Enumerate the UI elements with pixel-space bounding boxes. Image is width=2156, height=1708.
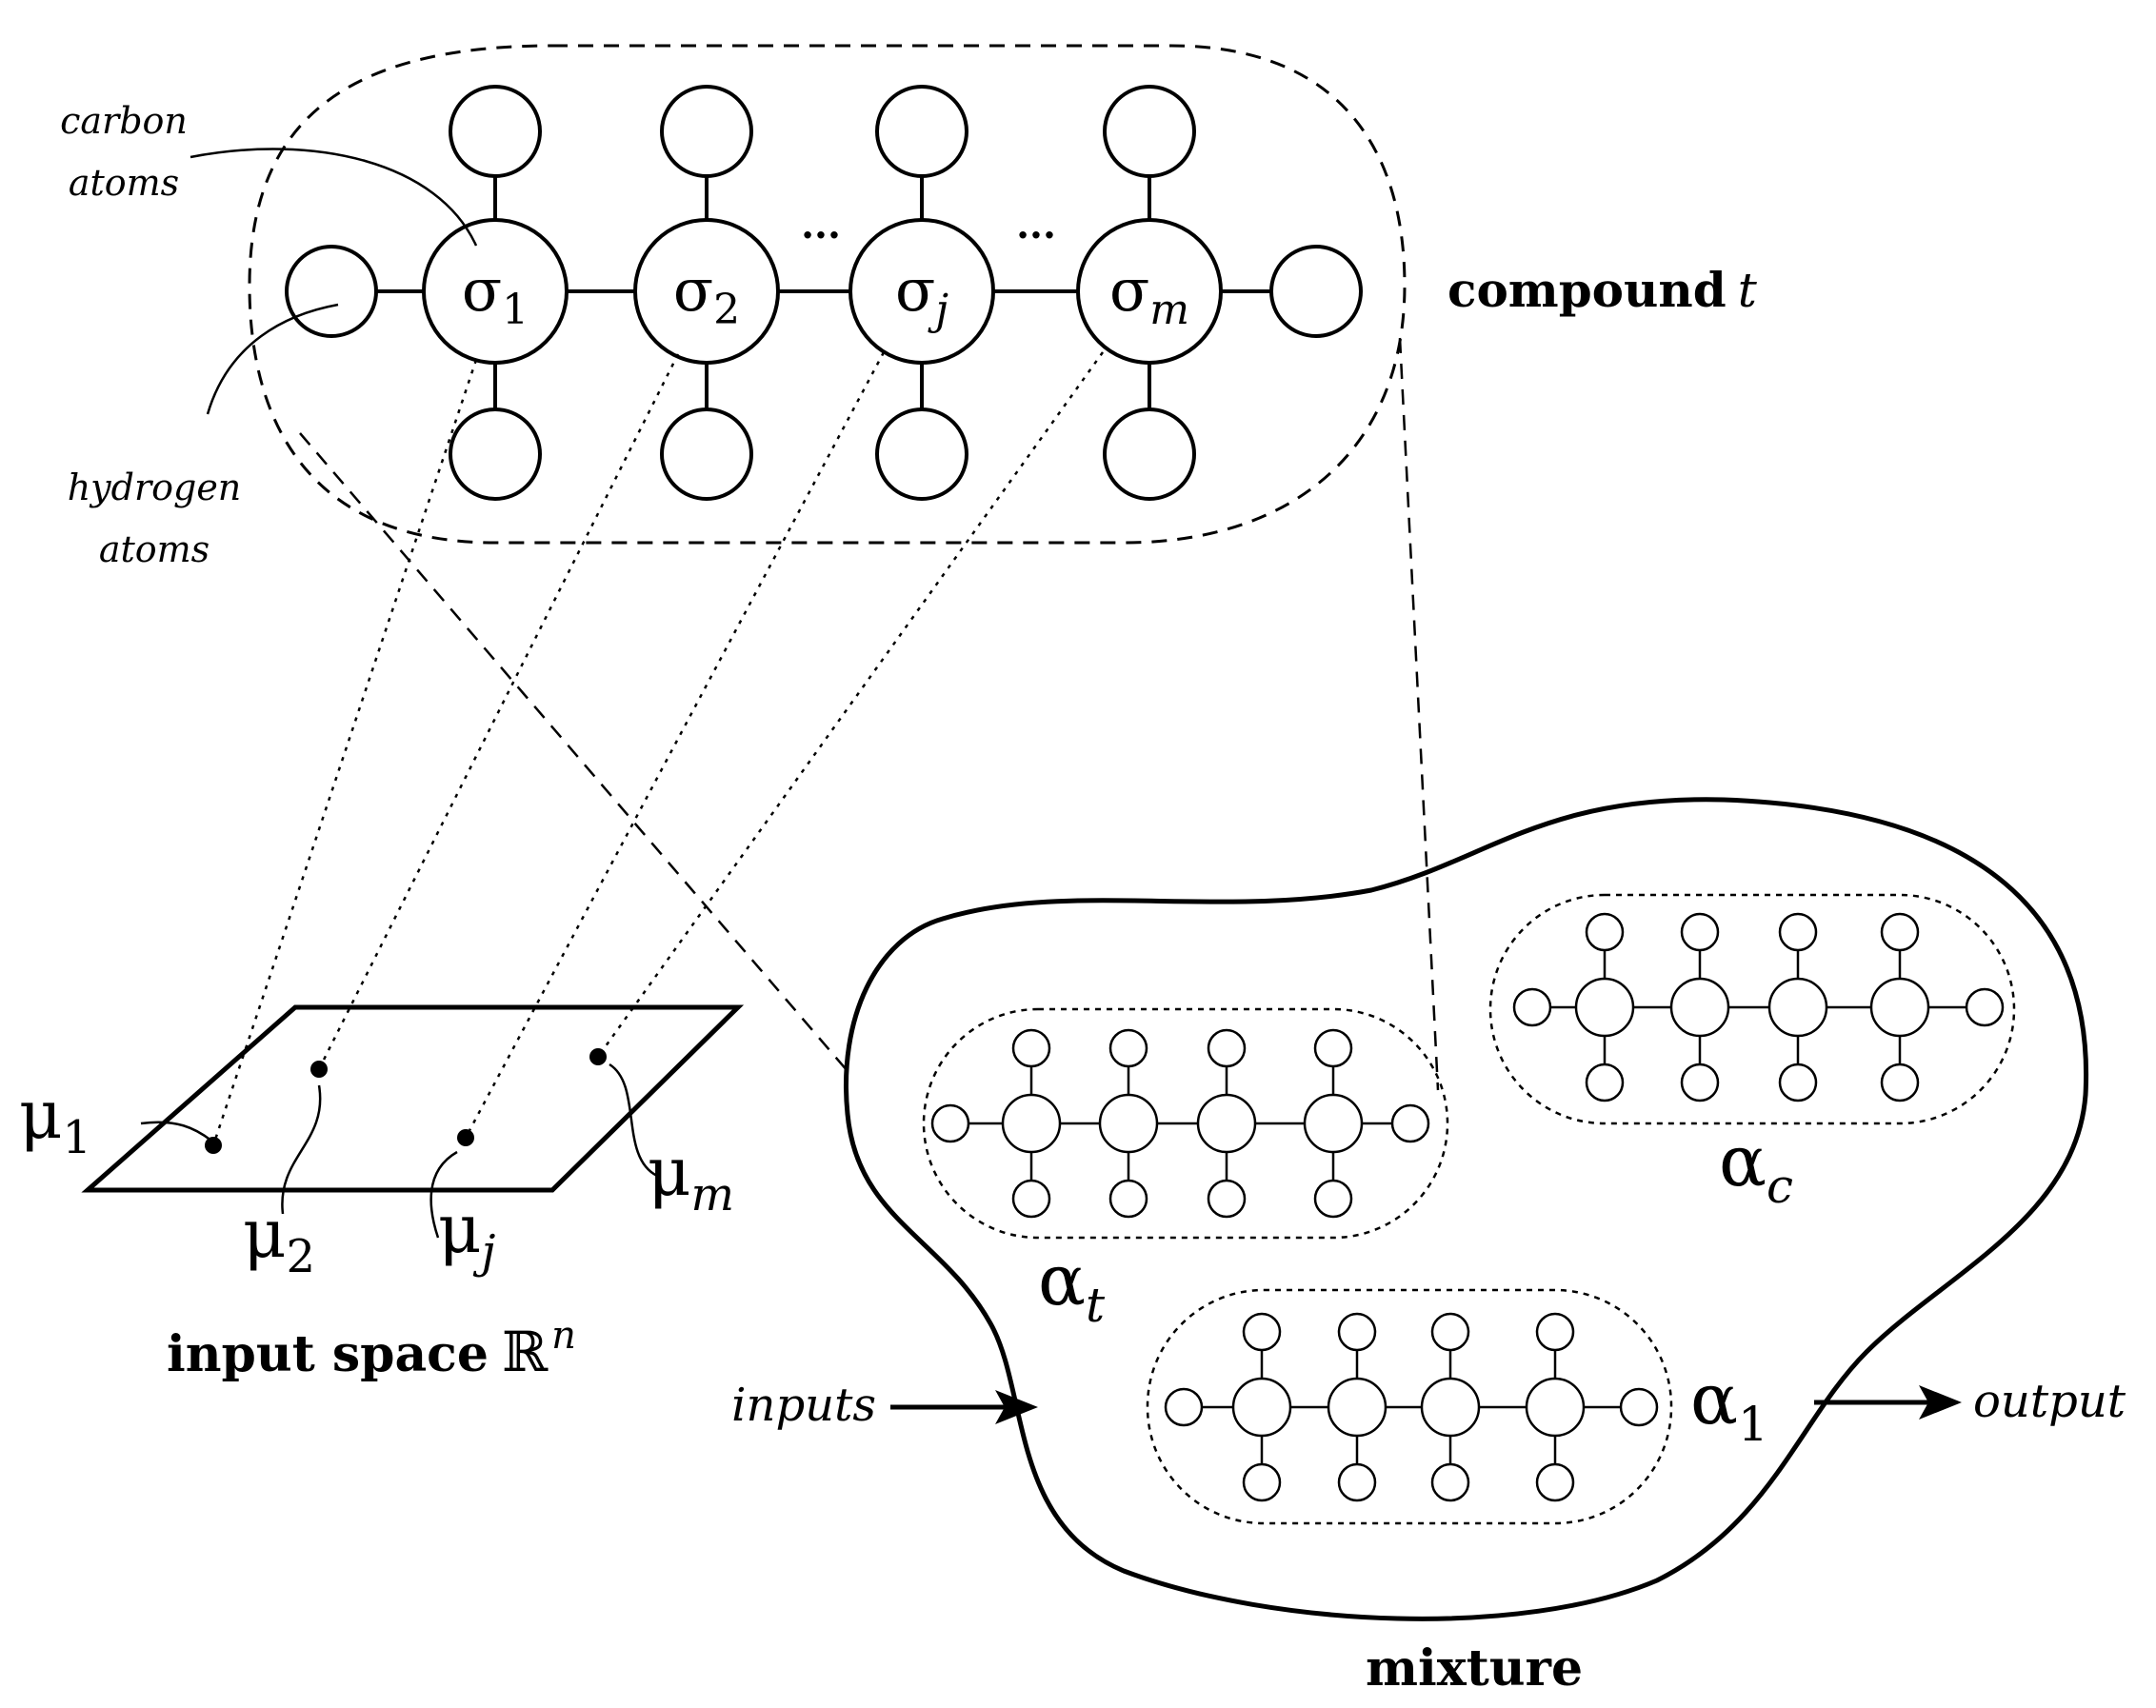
- mapping-lines: [211, 351, 1105, 1146]
- mixture: αt αc: [731, 797, 2126, 1698]
- alpha-t-boundary: [922, 1007, 1449, 1240]
- hydrogen-leader-line: [206, 303, 339, 415]
- point-mu-m: [589, 1048, 607, 1065]
- hydrogen-atom: [660, 85, 753, 178]
- hydrogen-bonds: [493, 176, 1151, 409]
- carbon-atom-j: [848, 218, 995, 365]
- mu-2-label: μ2: [243, 1195, 315, 1283]
- compound-boundary: [248, 44, 1407, 545]
- mu-m-leader: [609, 1063, 658, 1178]
- carbon-annotation: carbon atoms: [60, 100, 478, 247]
- mu-j-leader: [429, 1150, 458, 1239]
- carbon-leader-line: [190, 148, 478, 247]
- hydrogen-atom: [660, 407, 753, 501]
- point-mu-j: [457, 1129, 474, 1146]
- mixture-boundary: [844, 797, 2089, 1621]
- molecule-alpha-c: αc: [1488, 893, 2016, 1214]
- hydrogen-atom: [449, 85, 542, 178]
- mu-1-leader: [140, 1121, 212, 1142]
- molecule-alpha-1: α1: [1146, 1288, 1768, 1525]
- hydrogen-annotation: hydrogen atoms: [68, 303, 339, 570]
- hydrogen-atoms: [285, 85, 1363, 501]
- carbon-label-line2: atoms: [69, 162, 179, 204]
- alpha-1-boundary: [1146, 1288, 1673, 1525]
- carbon-label-line1: carbon: [60, 100, 188, 142]
- inputs-arrow: inputs: [731, 1379, 1038, 1432]
- output-label: output: [1973, 1375, 2126, 1428]
- input-space-plane: [81, 1004, 745, 1193]
- sigma-1-label: σ1: [462, 255, 529, 334]
- hydrogen-label-line1: hydrogen: [68, 467, 242, 508]
- hydrogen-atom: [285, 245, 378, 338]
- output-arrow: output: [1814, 1375, 2126, 1428]
- hydrogen-atom: [449, 407, 542, 501]
- sigma-m-label: σm: [1109, 255, 1189, 334]
- hydrogen-atom: [875, 85, 968, 178]
- point-mu-2: [310, 1061, 328, 1078]
- hydrogen-atom: [875, 407, 968, 501]
- mu-j-label: μj: [438, 1190, 496, 1279]
- compound-t-molecule: σ1 σ2 σj σm ... ...: [248, 44, 1407, 545]
- mu-1-label: μ1: [19, 1076, 91, 1164]
- mu-2-leader: [281, 1084, 322, 1215]
- alpha-1-label: α1: [1690, 1359, 1768, 1452]
- inputs-label: inputs: [731, 1379, 876, 1432]
- alpha-c-label: αc: [1719, 1121, 1793, 1214]
- molecule-alpha-t: αt: [922, 1007, 1449, 1333]
- alpha-c-boundary: [1488, 893, 2016, 1125]
- hydrogen-atom: [1103, 85, 1196, 178]
- carbon-atoms: [422, 218, 1223, 365]
- ellipsis-left: ...: [801, 203, 841, 248]
- mu-m-label: μm: [648, 1133, 734, 1221]
- sigma-j-label: σj: [895, 255, 948, 334]
- carbon-atom-2: [633, 218, 780, 365]
- point-mu-1: [205, 1137, 222, 1154]
- mixture-label: mixture: [1366, 1639, 1583, 1698]
- hydrogen-atom: [1103, 407, 1196, 501]
- alpha-t-label: αt: [1038, 1240, 1106, 1333]
- carbon-atom-m: [1076, 218, 1223, 365]
- hydrogen-label-line2: atoms: [99, 528, 210, 570]
- carbon-atom-1: [422, 218, 569, 365]
- hydrogen-atom: [1269, 245, 1363, 338]
- sigma-2-label: σ2: [673, 255, 740, 334]
- ellipsis-right: ...: [1016, 203, 1056, 248]
- zoom-lines: [299, 337, 1440, 1091]
